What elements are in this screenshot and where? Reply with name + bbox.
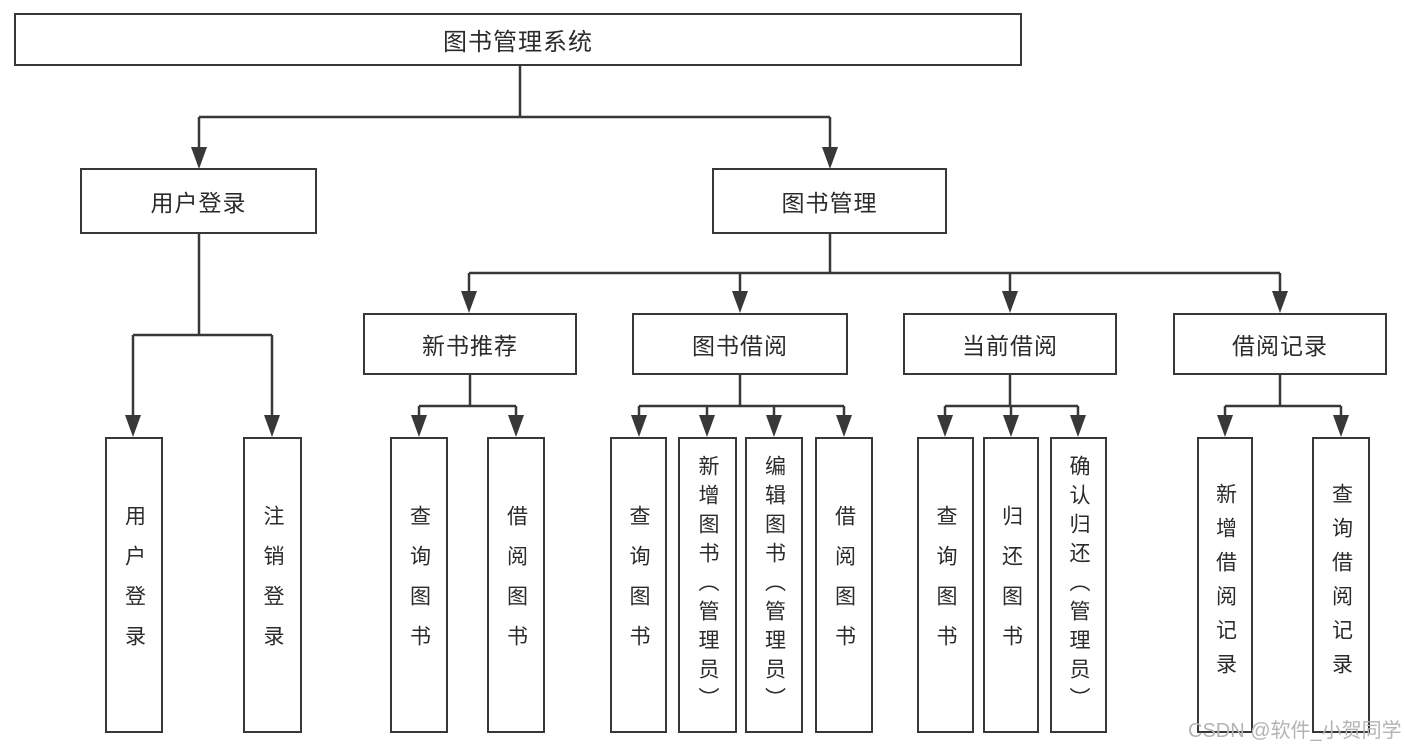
leaf-query-borrow-record: 查询借阅记录 bbox=[1312, 437, 1370, 733]
node-new-book-recommend: 新书推荐 bbox=[363, 313, 577, 375]
leaf-query-books-current: 查询图书 bbox=[917, 437, 974, 733]
leaf-add-borrow-record: 新增借阅记录 bbox=[1197, 437, 1253, 733]
node-user-login: 用户登录 bbox=[80, 168, 317, 234]
leaf-borrow-books: 借阅图书 bbox=[815, 437, 873, 733]
leaf-user-login: 用户登录 bbox=[105, 437, 163, 733]
leaf-return-books: 归还图书 bbox=[983, 437, 1039, 733]
leaf-add-books-admin: 新增图书（管理员） bbox=[678, 437, 737, 733]
node-book-borrow: 图书借阅 bbox=[632, 313, 848, 375]
node-borrow-records: 借阅记录 bbox=[1173, 313, 1387, 375]
leaf-query-books-recommend: 查询图书 bbox=[390, 437, 448, 733]
leaf-edit-books-admin: 编辑图书（管理员） bbox=[745, 437, 803, 733]
node-library-system: 图书管理系统 bbox=[14, 13, 1022, 66]
leaf-query-books-borrow: 查询图书 bbox=[610, 437, 667, 733]
leaf-borrow-books-recommend: 借阅图书 bbox=[487, 437, 545, 733]
node-book-management: 图书管理 bbox=[712, 168, 947, 234]
leaf-logout: 注销登录 bbox=[243, 437, 302, 733]
csdn-watermark: CSDN @软件_小贺同学 bbox=[1188, 720, 1402, 742]
node-current-borrow: 当前借阅 bbox=[903, 313, 1117, 375]
leaf-confirm-return-admin: 确认归还（管理员） bbox=[1050, 437, 1107, 733]
